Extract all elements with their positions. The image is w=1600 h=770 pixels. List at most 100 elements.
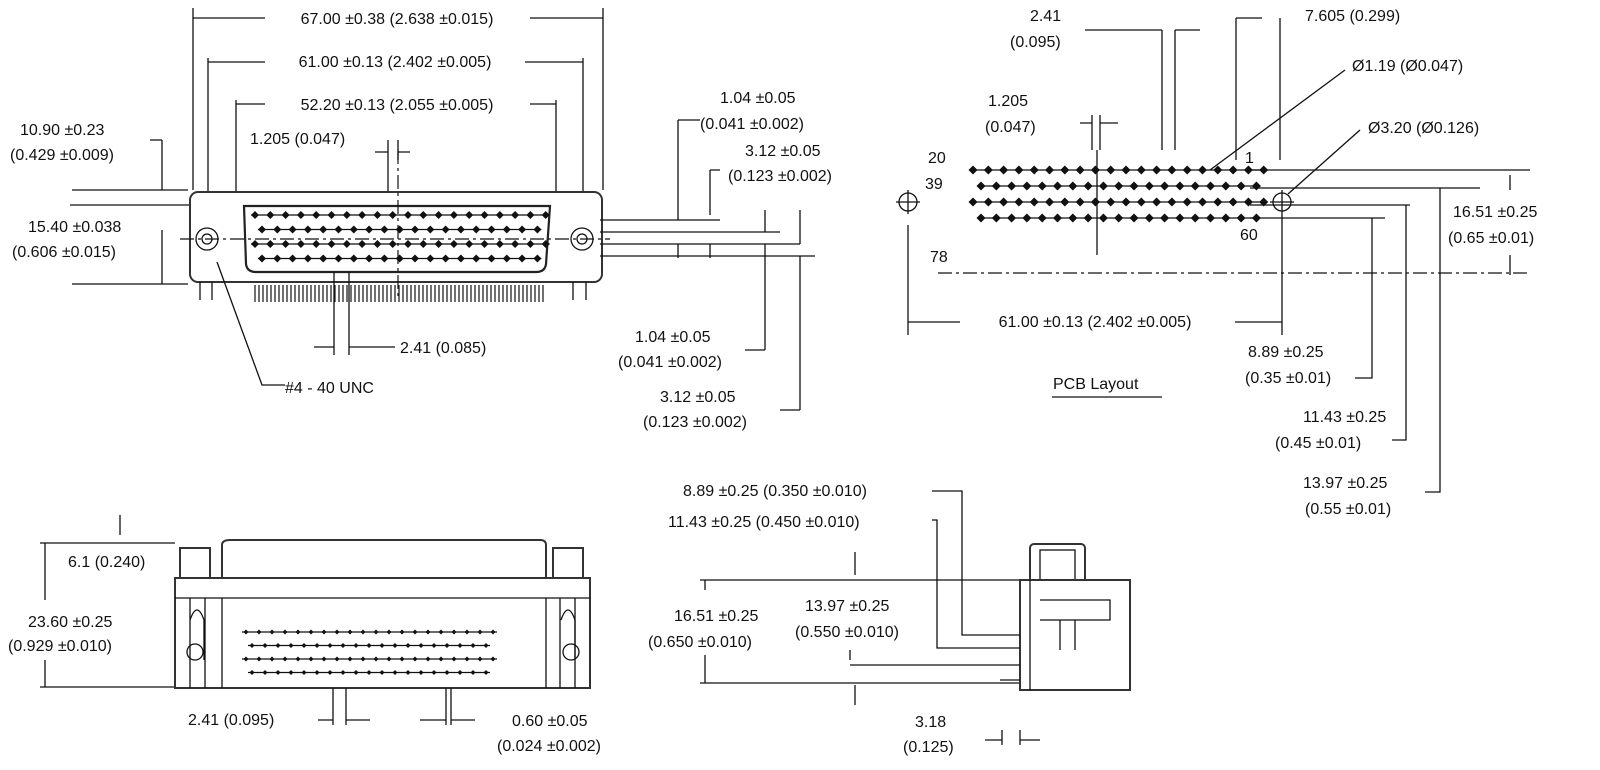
pin: [334, 656, 340, 662]
pin: [487, 254, 496, 263]
pcb-height-mm: 16.51 ±0.25: [1453, 204, 1538, 221]
pin: [1228, 165, 1238, 175]
pcb-pin-pitch-mm: 1.205: [988, 93, 1028, 110]
side-height-mm: 16.51 ±0.25: [674, 608, 759, 625]
pin: [251, 211, 259, 219]
pin: [412, 656, 418, 662]
pin: [334, 254, 343, 263]
pin: [999, 165, 1009, 175]
dim-line-shell: [235, 100, 557, 205]
pin: [480, 240, 489, 248]
pin-label-78: 78: [930, 249, 948, 266]
dim-pin-pitch: 1.205 (0.047): [250, 131, 345, 148]
dim-shell-width: 52.20 ±0.13 (2.055 ±0.005): [301, 97, 494, 114]
pin: [256, 629, 262, 635]
pin: [1090, 197, 1100, 207]
pin: [1243, 197, 1253, 207]
pin: [1190, 181, 1200, 191]
pin: [472, 225, 481, 234]
pin: [418, 643, 424, 648]
pcb-hole-spacing: 61.00 ±0.13 (2.402 ±0.005): [999, 314, 1192, 331]
pin: [518, 254, 527, 263]
pin: [262, 643, 268, 648]
pin: [342, 240, 351, 248]
pin: [438, 629, 444, 635]
pcb-extension-lines: [907, 150, 1294, 335]
pin: [327, 240, 336, 248]
pin: [399, 656, 405, 662]
pin: [441, 225, 450, 234]
side-d3-mm: 13.97 ±0.25: [805, 598, 890, 615]
pcb-d3-mm: 13.97 ±0.25: [1303, 475, 1388, 492]
pin: [275, 670, 281, 675]
pin: [1213, 197, 1223, 207]
pin: [281, 211, 290, 219]
pin: [1075, 165, 1085, 175]
pin: [1014, 165, 1024, 175]
pin: [399, 629, 405, 635]
pin: [366, 643, 372, 648]
pin: [295, 656, 301, 662]
pin: [282, 629, 288, 635]
bottom-clips: [189, 609, 576, 660]
pin: [1053, 181, 1062, 191]
pin: [373, 211, 382, 219]
connector-shell: [242, 204, 552, 274]
pin: [379, 643, 385, 648]
pin: [472, 254, 481, 263]
pin-label-1: 1: [1245, 150, 1254, 167]
pin: [388, 211, 397, 219]
pin: [1129, 213, 1139, 223]
pin: [249, 643, 255, 648]
pin: [1251, 181, 1261, 191]
pin: [526, 240, 535, 248]
pin: [301, 670, 307, 675]
dim-line-row-pitch: [314, 272, 395, 355]
pcb-d1-mm: 8.89 ±0.25: [1248, 344, 1324, 361]
pin: [288, 225, 297, 234]
pin: [243, 629, 249, 635]
pin: [273, 254, 282, 263]
dim-body-height-mm: 15.40 ±0.038: [28, 219, 121, 236]
pin: [1121, 165, 1131, 175]
pin: [1206, 213, 1215, 223]
dim-offset-3-mm: 1.04 ±0.05: [635, 329, 711, 346]
side-view: [700, 490, 1131, 745]
pin: [308, 656, 314, 662]
dim-row-pitch: 2.41 (0.085): [400, 340, 486, 357]
pcb-d1-in: (0.35 ±0.01): [1245, 370, 1331, 387]
pin: [477, 656, 483, 662]
dim-line-mount: [207, 58, 584, 205]
pin: [438, 656, 444, 662]
pin: [490, 656, 496, 662]
front-leads: [254, 285, 544, 302]
pin: [349, 225, 358, 234]
pin: [334, 629, 340, 635]
pin: [1114, 213, 1124, 223]
pin: [968, 165, 978, 175]
pin: [426, 225, 435, 234]
pin: [1160, 213, 1170, 223]
bottom-row-pitch: 2.41 (0.095): [188, 712, 274, 729]
bottom-post-right: [552, 547, 584, 581]
pin: [1236, 181, 1246, 191]
thread-label: #4 - 40 UNC: [285, 380, 374, 397]
pin: [386, 656, 392, 662]
side-height-in: (0.650 ±0.010): [648, 634, 752, 651]
pin: [380, 254, 389, 263]
pin: [991, 181, 1001, 191]
dim-flange-height-mm: 10.90 ±0.23: [20, 122, 105, 139]
dim-line-height: [72, 139, 188, 285]
pcb-layout-view: [896, 17, 1530, 493]
pin: [269, 629, 275, 635]
pin: [464, 629, 470, 635]
pin: [483, 643, 489, 648]
pin: [425, 656, 431, 662]
pin: [1007, 181, 1017, 191]
pin: [1075, 197, 1085, 207]
pin: [449, 240, 458, 248]
pin: [1167, 197, 1177, 207]
pin: [991, 213, 1001, 223]
side-d1: 8.89 ±0.25 (0.350 ±0.010): [683, 483, 867, 500]
pin: [1190, 213, 1200, 223]
